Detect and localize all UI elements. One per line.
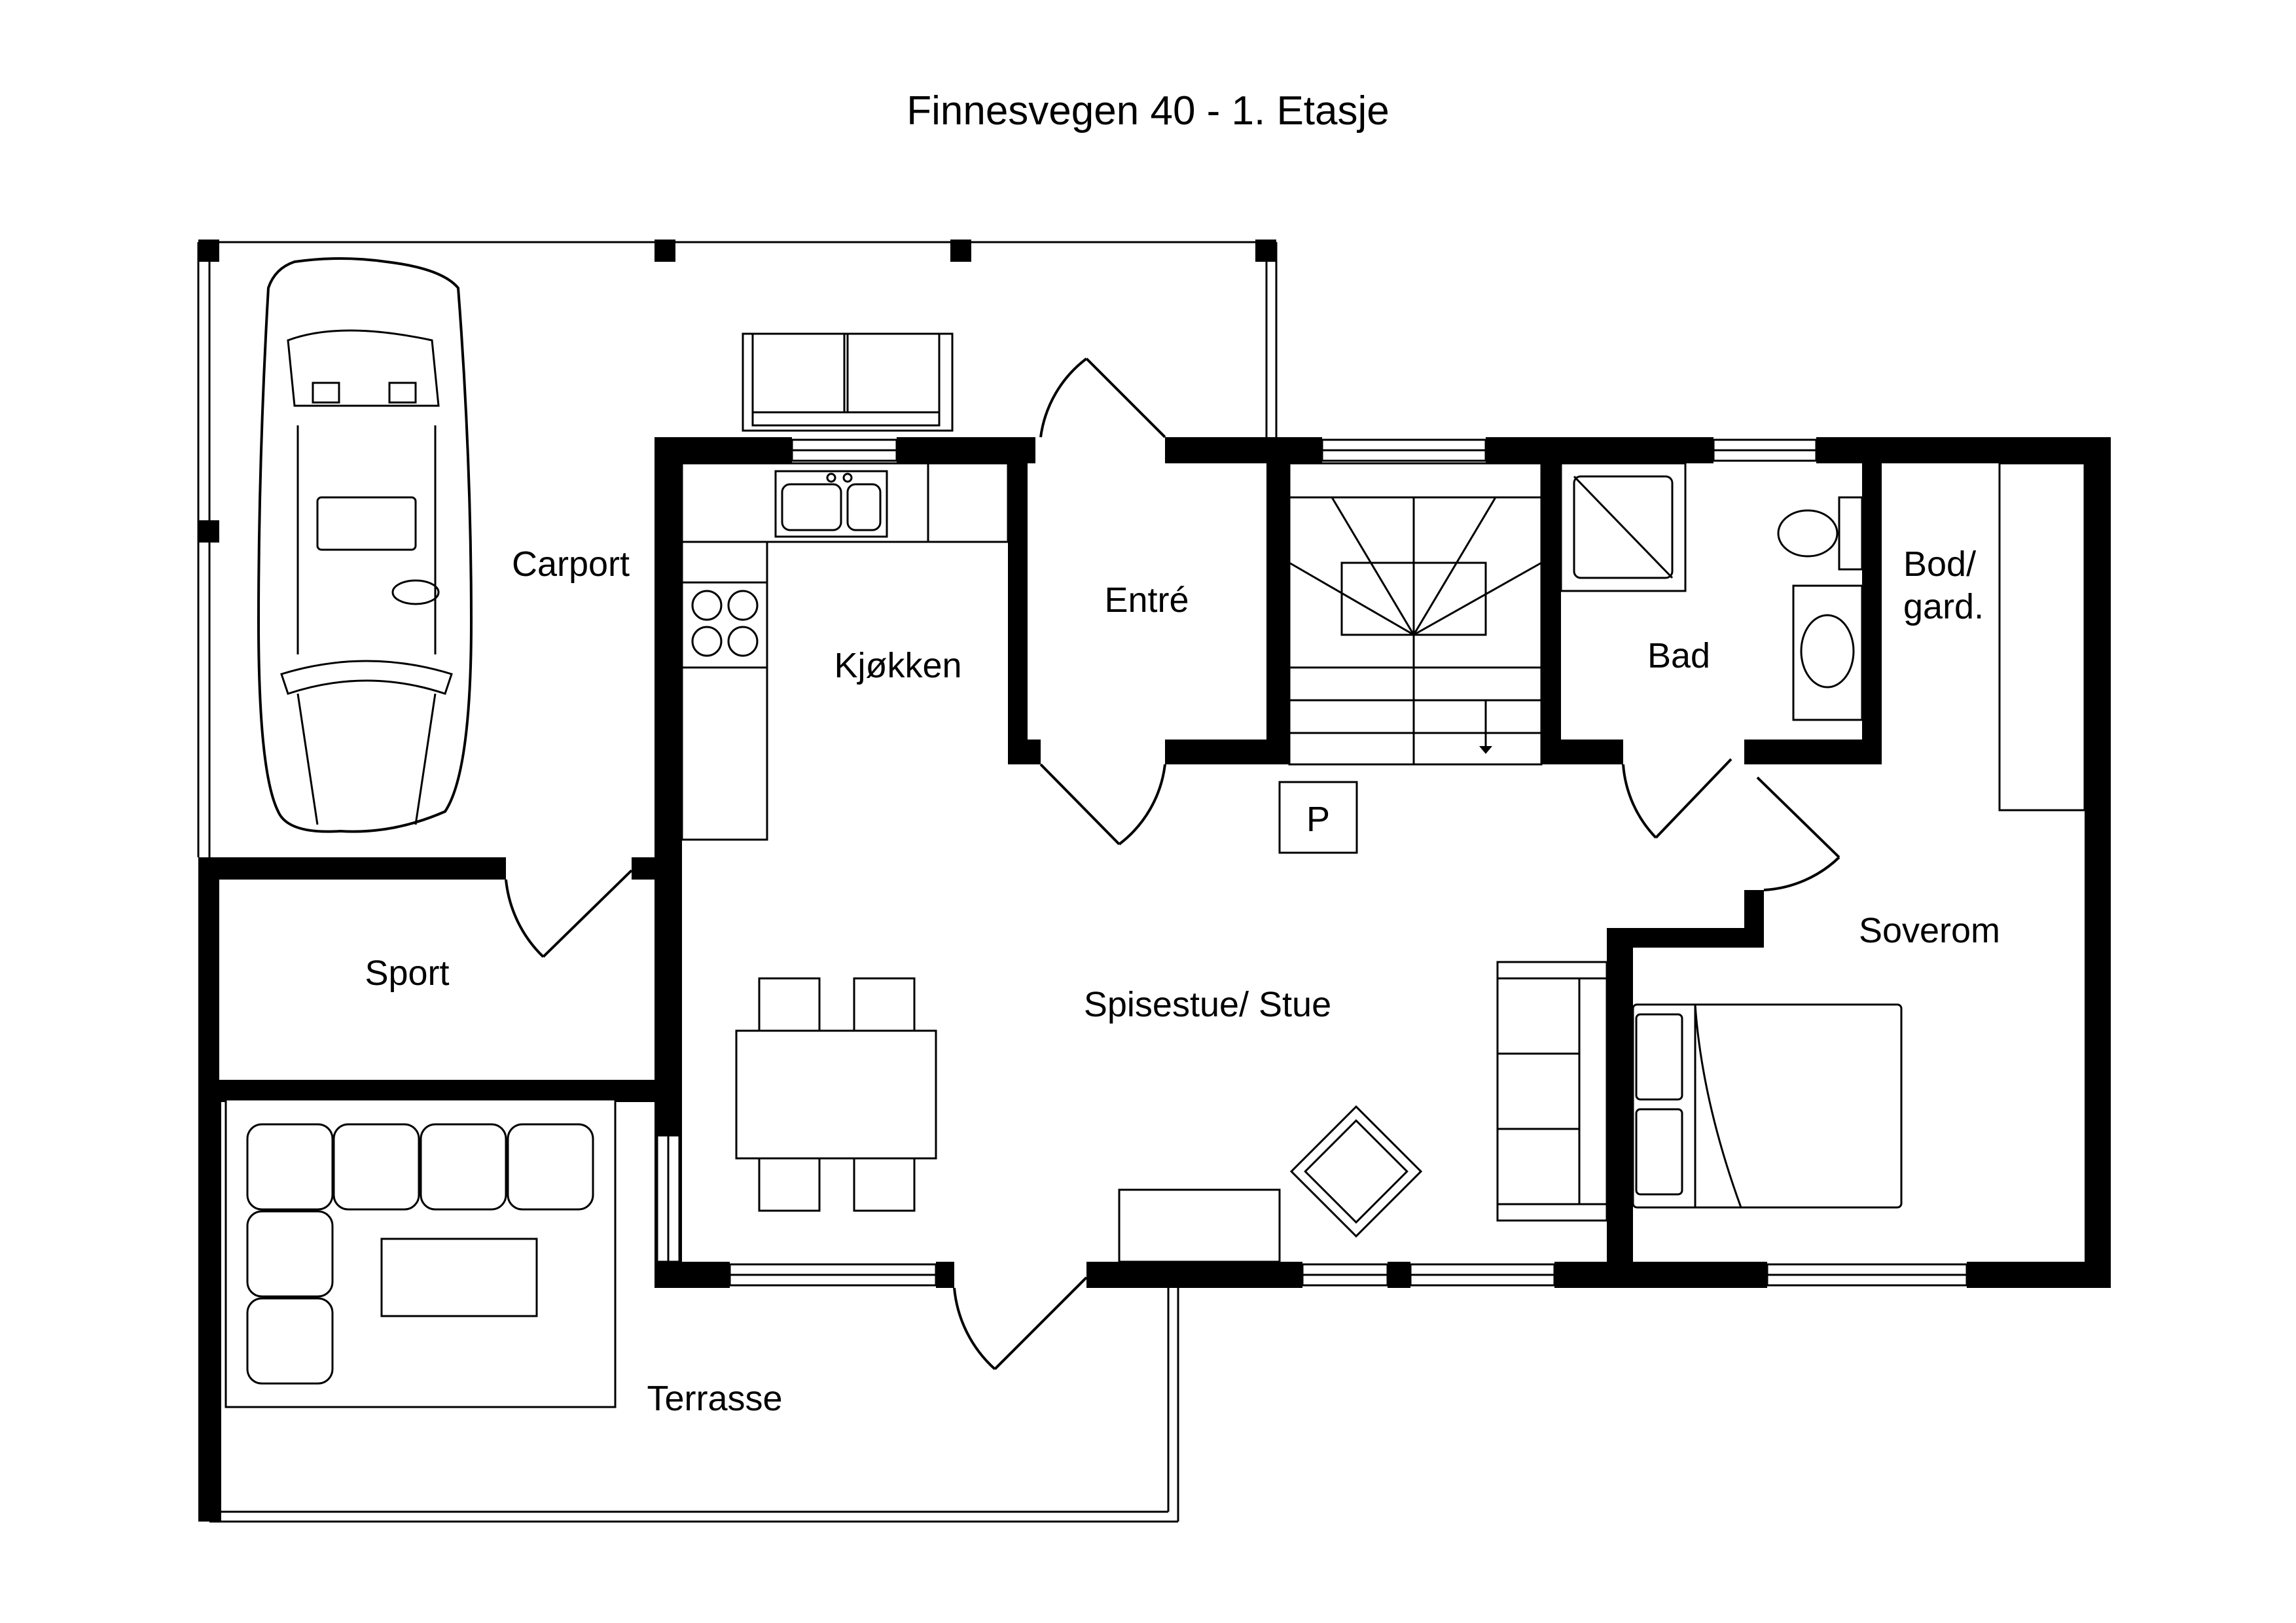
sofa-icon (742, 332, 954, 432)
outer-boundaries (197, 241, 1278, 1523)
dining-table (735, 977, 937, 1212)
parking-marker: P (1306, 800, 1330, 839)
label-storage-1: Bod/ (1903, 544, 1976, 584)
outdoor-sofa-icon (224, 1098, 617, 1408)
label-sport: Sport (365, 954, 449, 993)
tv-bench (1118, 1188, 1281, 1263)
bed-icon (1632, 1003, 1903, 1209)
doors (505, 357, 1840, 1370)
toilet-icon (1777, 496, 1863, 571)
room-labels: Carport Kjøkken Entré Bad Bod/ gard. Spo… (365, 544, 2000, 1418)
kitchen-counter (681, 462, 1009, 841)
parking-box (1278, 781, 1358, 854)
staircase (1288, 462, 1543, 766)
label-carport: Carport (512, 544, 630, 584)
label-storage-2: gard. (1903, 587, 1984, 626)
label-bedroom: Soverom (1859, 911, 2000, 950)
label-terrace: Terrasse (647, 1379, 782, 1418)
label-entry: Entré (1104, 580, 1189, 620)
armchair-icon (1289, 1105, 1423, 1238)
shower-icon (1560, 462, 1687, 592)
washbasin-icon (1792, 584, 1863, 721)
plan-title: Finnesvegen 40 - 1. Etasje (906, 88, 1390, 134)
label-kitchen: Kjøkken (834, 646, 961, 685)
sink-icon (774, 470, 888, 538)
stove-icon (681, 581, 768, 669)
carport-posts (198, 240, 1276, 543)
car-icon (257, 257, 473, 833)
living-sofa-icon (1496, 961, 1608, 1222)
label-living: Spisestue/ Stue (1084, 985, 1331, 1024)
label-bath: Bad (1647, 636, 1710, 675)
storage-shelf (1998, 462, 2086, 812)
windows (656, 438, 1968, 1287)
coffee-table (380, 1238, 538, 1317)
